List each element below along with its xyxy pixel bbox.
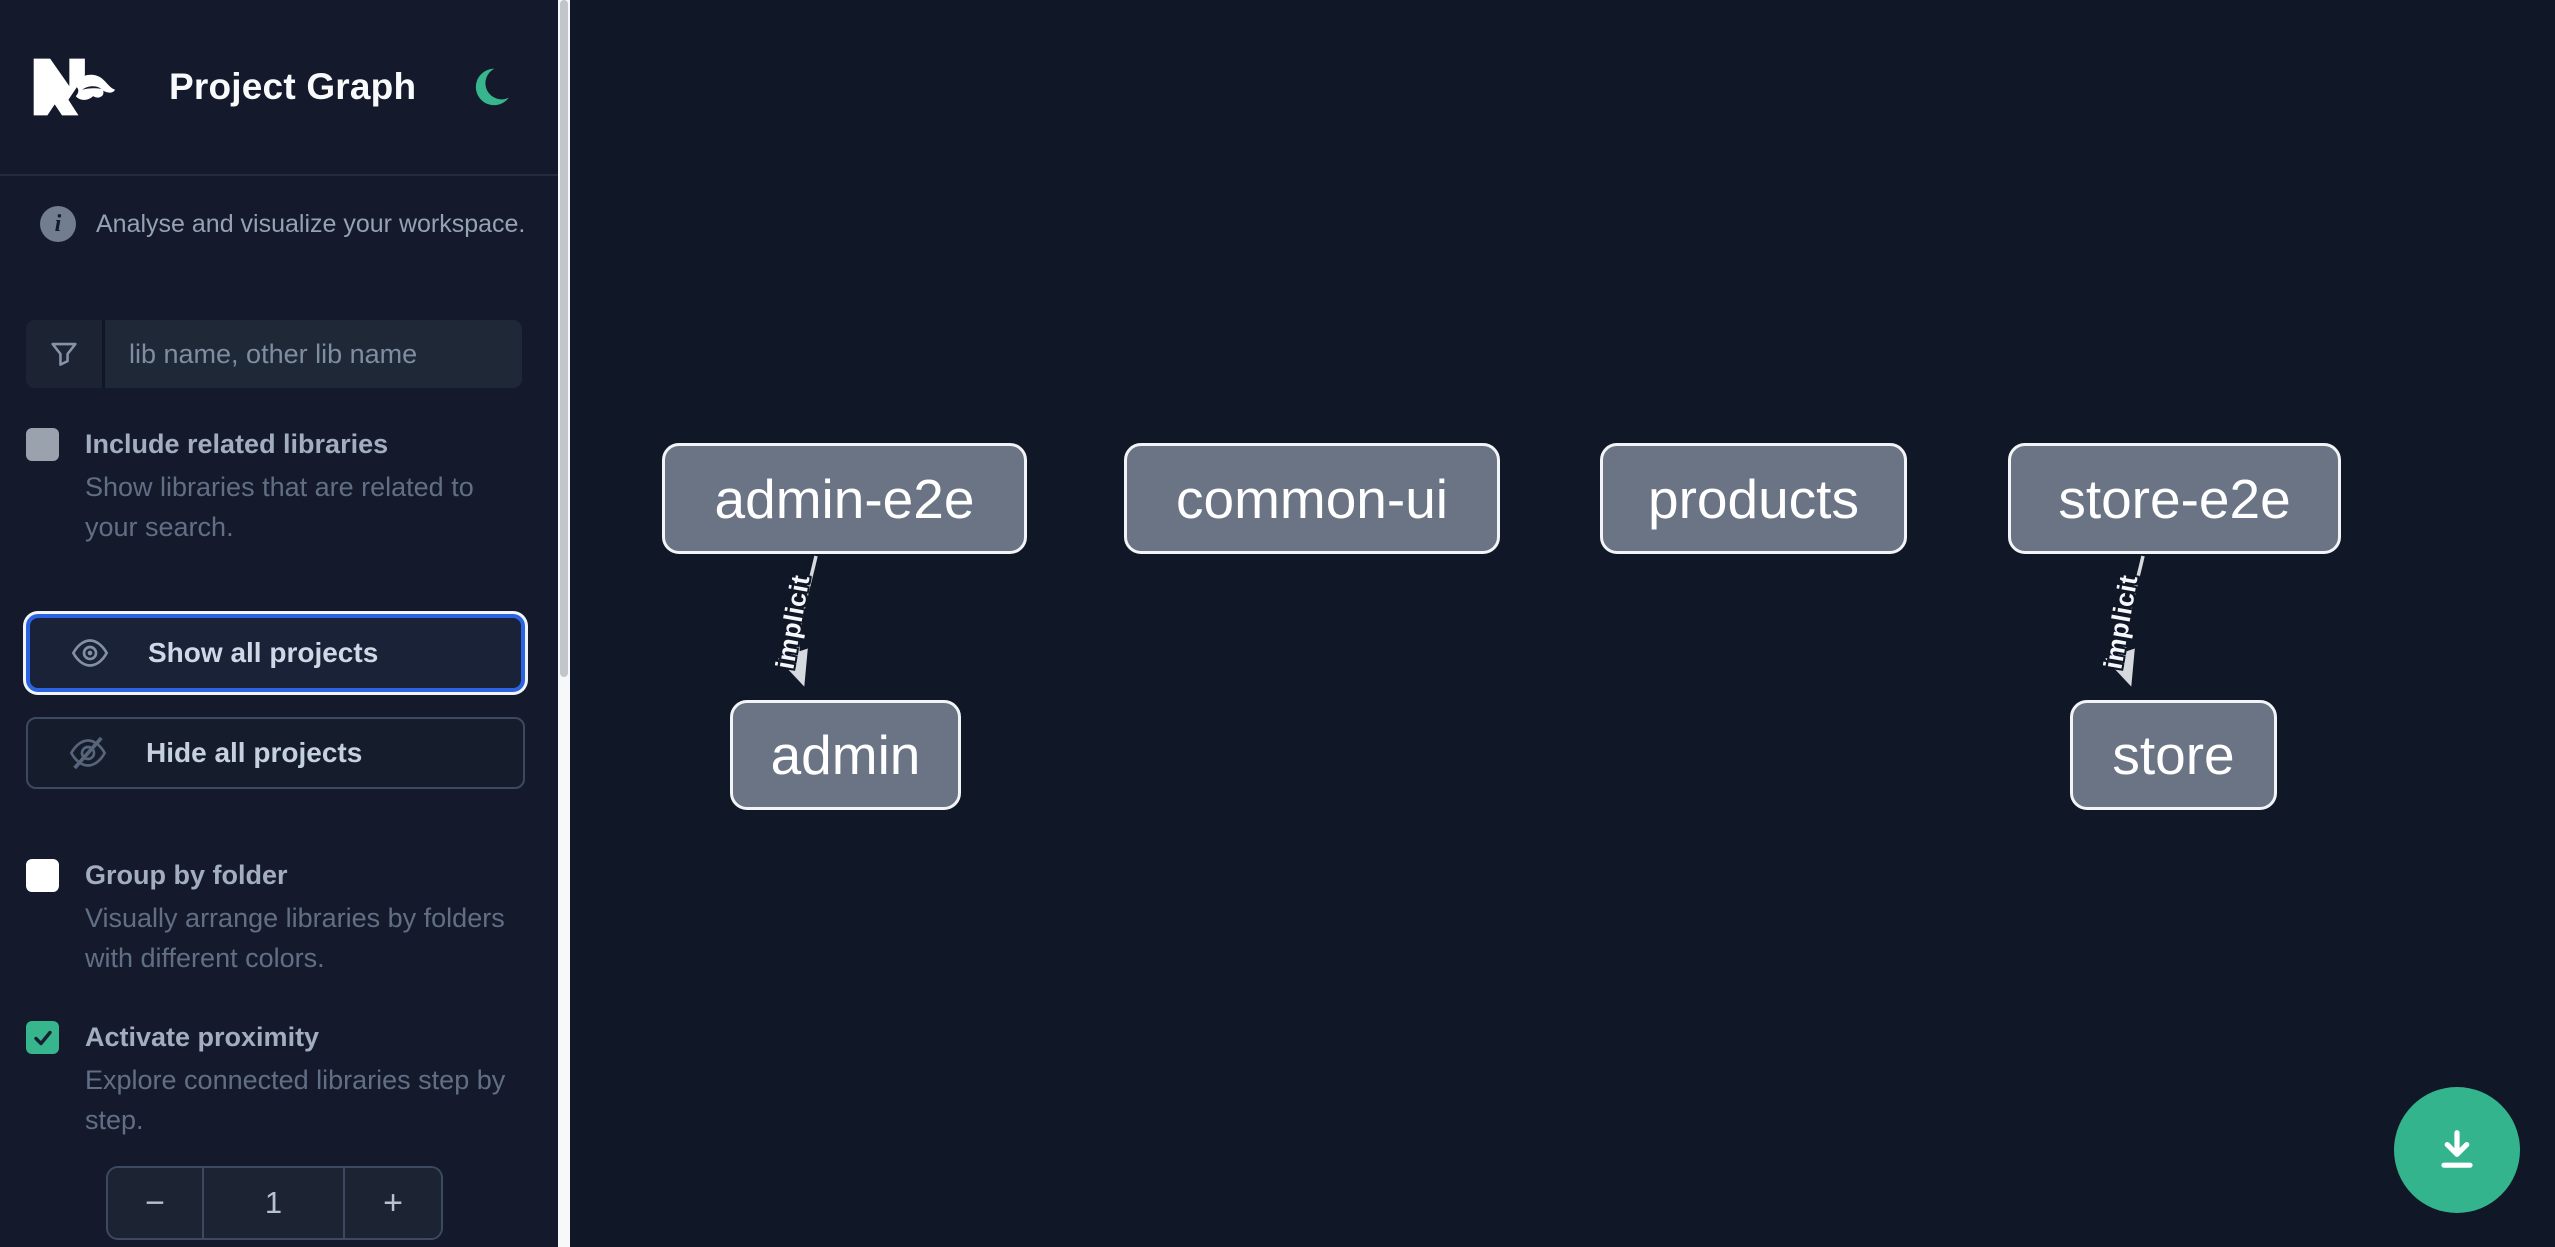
option-include-related: Include related libraries Show libraries…	[0, 426, 558, 547]
node-store[interactable]: store	[2070, 700, 2277, 810]
sidebar: Project Graph i Analyse and visualize yo…	[0, 0, 558, 1247]
group-by-folder-label[interactable]: Group by folder	[85, 860, 288, 890]
filter-funnel-icon	[26, 320, 105, 388]
theme-toggle-moon-icon[interactable]	[472, 64, 518, 110]
option-group-by-folder: Group by folder Visually arrange librari…	[0, 857, 558, 978]
edge-store-e2e-to-store[interactable]	[2105, 555, 2145, 687]
activate-proximity-label[interactable]: Activate proximity	[85, 1022, 320, 1052]
search-filter	[26, 320, 522, 388]
include-related-label[interactable]: Include related libraries	[85, 429, 389, 459]
include-related-checkbox[interactable]	[26, 428, 59, 461]
graph-canvas[interactable]: implicit implicit admin-e2e common-ui pr…	[570, 0, 2555, 1247]
node-products[interactable]: products	[1600, 443, 1907, 554]
depth-value: 1	[264, 1185, 283, 1220]
sidebar-scrollbar-track[interactable]	[558, 0, 570, 1247]
activate-proximity-checkbox[interactable]	[26, 1021, 59, 1054]
node-admin[interactable]: admin	[730, 700, 961, 810]
tagline-row: i Analyse and visualize your workspace.	[0, 206, 558, 242]
search-input[interactable]	[105, 320, 522, 388]
show-all-projects-button[interactable]: Show all projects	[26, 614, 525, 692]
hide-all-projects-label: Hide all projects	[146, 737, 363, 768]
proximity-depth-stepper: − 1 +	[106, 1166, 443, 1240]
show-all-projects-label: Show all projects	[148, 637, 379, 668]
edge-admin-e2e-to-admin[interactable]	[778, 555, 818, 687]
activate-proximity-description: Explore connected libraries step by step…	[85, 1065, 506, 1135]
group-by-folder-description: Visually arrange libraries by folders wi…	[85, 903, 505, 973]
download-icon	[2441, 1130, 2473, 1168]
graph-edges	[778, 555, 2145, 687]
checkmark-icon	[33, 1030, 52, 1045]
sidebar-header: Project Graph	[0, 0, 558, 176]
sidebar-scrollbar-thumb[interactable]	[560, 0, 568, 677]
node-common-ui[interactable]: common-ui	[1124, 443, 1500, 554]
increment-button[interactable]: +	[343, 1168, 441, 1238]
include-related-description: Show libraries that are related to your …	[85, 472, 474, 542]
group-by-folder-checkbox[interactable]	[26, 859, 59, 892]
nx-logo	[33, 58, 116, 116]
page-title: Project Graph	[169, 66, 417, 107]
eye-off-icon	[69, 736, 107, 770]
download-graph-button[interactable]	[2394, 1087, 2520, 1213]
node-store-e2e[interactable]: store-e2e	[2008, 443, 2341, 554]
hide-all-projects-button[interactable]: Hide all projects	[26, 717, 525, 789]
option-activate-proximity: Activate proximity Explore connected lib…	[0, 1019, 558, 1140]
eye-icon	[71, 639, 109, 667]
info-icon: i	[40, 206, 76, 242]
decrement-button[interactable]: −	[108, 1168, 204, 1238]
tagline-text: Analyse and visualize your workspace.	[96, 209, 526, 238]
node-admin-e2e[interactable]: admin-e2e	[662, 443, 1027, 554]
